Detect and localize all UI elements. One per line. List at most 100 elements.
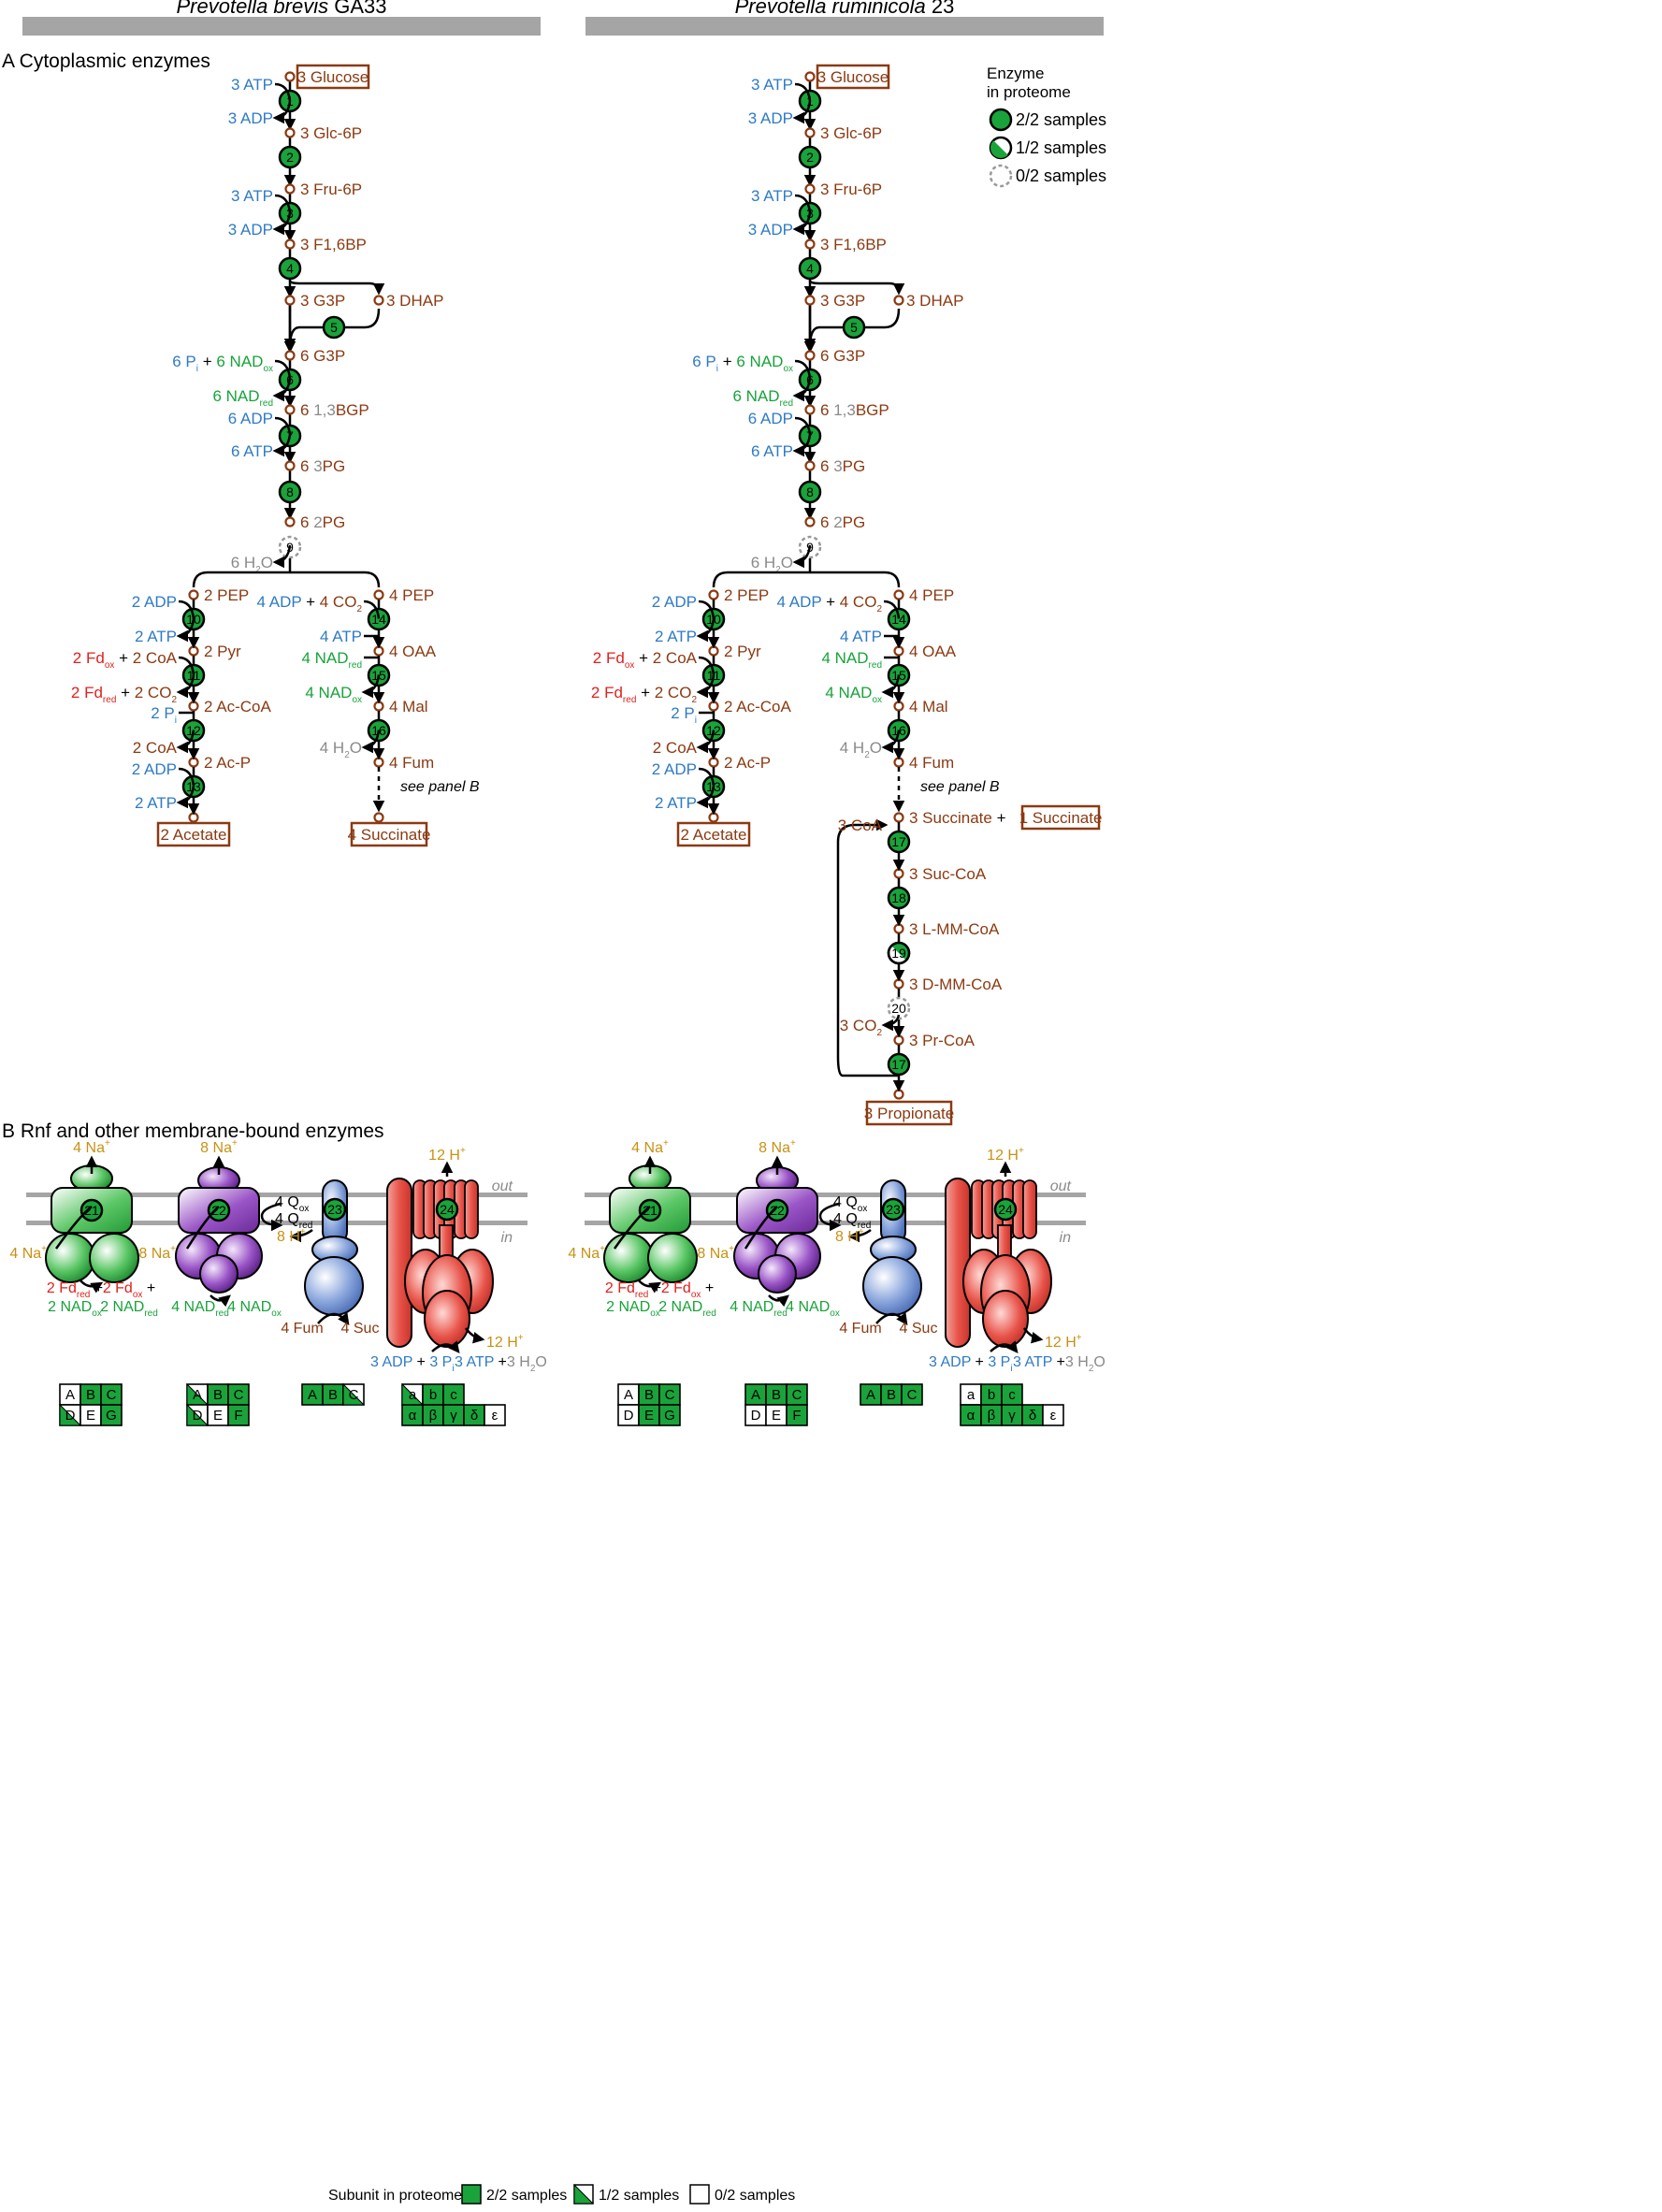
- nqr-subunit-label: E: [213, 1408, 223, 1424]
- metabolite-label-part: 3 Glc-6P: [820, 124, 882, 142]
- nqr-nadox-label-part: 4 NAD: [786, 1299, 830, 1315]
- glucose-label-part: 3 Glucose: [297, 68, 369, 86]
- enzyme-19-number-part: 19: [891, 946, 906, 961]
- frd-fum-label-part: 4 Fum: [281, 1321, 323, 1337]
- atpase-subunit-label-part: a: [409, 1387, 417, 1403]
- frd-subunit-label: A: [308, 1387, 317, 1403]
- enzyme-21-number-part: 21: [84, 1203, 99, 1218]
- metabolite-label-part: 4 Fum: [389, 754, 434, 772]
- succinate-node: [373, 812, 384, 823]
- rnf-subunit-label: G: [664, 1408, 675, 1424]
- enzyme-8: [278, 480, 302, 504]
- atpase-reaction-arrow: [431, 1340, 460, 1353]
- nadox-out-15: 4 NADox: [825, 684, 882, 705]
- water-out-9-arrow: [272, 544, 292, 569]
- metabolite-node: [804, 71, 816, 82]
- nadred-out-6-part: 6 NAD: [212, 387, 259, 405]
- fd-co2-out-11-part: 2 Fd: [71, 684, 103, 701]
- membrane-in-label-part: in: [1060, 1230, 1072, 1246]
- adp-in-7: 6 ADP: [228, 410, 273, 427]
- fd-coa-in-11-part: ox: [625, 660, 635, 671]
- rnf-fd-arrow: [637, 1279, 662, 1294]
- metabolite-label-part: BGP: [856, 401, 889, 419]
- enzyme-22-number-part: 22: [770, 1203, 785, 1218]
- pi-nad-in-6-part: +: [198, 353, 216, 370]
- nqr-subunit-label: B: [772, 1387, 781, 1403]
- nqr-na-in: [744, 1206, 778, 1250]
- enzyme-14-number-part: 14: [371, 612, 386, 627]
- coa-3-label-part: 3 CoA: [838, 817, 883, 834]
- atpase-subunit-label-part: c: [450, 1387, 457, 1403]
- atp-out-10-part: 2 ATP: [135, 628, 177, 645]
- atpase-h-out-label-part: +: [460, 1146, 466, 1156]
- nqr-na-label: 8 Na+: [759, 1138, 796, 1156]
- metabolite-label-part: 2 Ac-CoA: [724, 698, 791, 716]
- atp-out-7: 6 ATP: [751, 442, 793, 460]
- atp-in-1-arrow: [794, 82, 812, 102]
- enzyme-18-number: 18: [891, 890, 906, 905]
- atpase-subunit-label: α: [967, 1408, 976, 1424]
- atp-out-13: 2 ATP: [135, 794, 177, 812]
- dhap-label: 3 DHAP: [386, 292, 443, 310]
- nadred-in-15: 4 NADred: [301, 649, 362, 671]
- quinone-ox-label-part: 4 Q: [275, 1194, 299, 1210]
- enzyme-4-number-part: 4: [286, 261, 294, 276]
- adp-co2-in-14-part: 2: [356, 604, 362, 614]
- enzyme-24: [435, 1197, 459, 1222]
- atpase-subunit-label-part: ε: [492, 1408, 499, 1424]
- legend-none-label: 0/2 samples: [1016, 166, 1106, 185]
- atpase-subunit-label-part: a: [967, 1387, 976, 1403]
- fd-co2-out-11: 2 Fdred + 2 CO2: [591, 684, 698, 705]
- water-out-16-part: O: [870, 739, 882, 757]
- rnf-subunit-label: C: [107, 1387, 117, 1403]
- atpase-substrates-label: 3 ADP + 3 Pi: [370, 1354, 455, 1374]
- nadred-out-6: 6 NADred: [212, 387, 273, 409]
- rnf-nadred-label-part: 2 NAD: [100, 1299, 144, 1315]
- atpase-subunit-label: b: [429, 1387, 437, 1403]
- legend-none-symbol: [989, 164, 1013, 188]
- metabolite-node: [804, 239, 816, 250]
- adp-co2-in-14-arrow: [883, 600, 901, 619]
- enzyme-14-number: 14: [891, 612, 906, 627]
- enzyme-5-number-part: 5: [330, 320, 338, 335]
- membrane-out-label: out: [1050, 1178, 1072, 1194]
- atpase-subunit-label-part: δ: [1029, 1408, 1036, 1424]
- atpase-h-out-label-part: 12 H: [987, 1148, 1019, 1164]
- rnf-na-in: [54, 1206, 93, 1250]
- enzyme-19-number: 19: [891, 946, 906, 961]
- metabolite-label: 3 F1,6BP: [300, 236, 367, 253]
- atpase-subunit-label: β: [429, 1408, 438, 1424]
- enzyme-17-number-part: 17: [891, 834, 906, 849]
- nqr-subunit-label-part: F: [792, 1408, 801, 1424]
- frd-h-label-part: 8 H: [835, 1229, 859, 1245]
- atpase-products-label-part: 3 H: [1065, 1354, 1089, 1370]
- atpase-h-in-label-part: 12 H: [486, 1335, 518, 1351]
- quinone-red-label-part: red: [858, 1221, 871, 1231]
- water-out-9-part: 6 H: [751, 554, 775, 571]
- rnf-na-in-label: 4 Na+: [9, 1244, 47, 1262]
- pi-nad-in-6: 6 Pi + 6 NADox: [692, 353, 793, 374]
- atpase-subunit-label: b: [988, 1387, 995, 1403]
- co2-3-label-part: 3 CO: [840, 1017, 877, 1034]
- metabolite-label-part: 3 F1,6BP: [300, 236, 367, 253]
- metabolite-node: [893, 701, 904, 712]
- adp-out-1-arrow: [792, 100, 812, 124]
- metabolite-node: [804, 516, 816, 528]
- adp-out-1-part: 3 ADP: [748, 109, 793, 127]
- atpase-subunit-label-part: β: [429, 1408, 438, 1424]
- metabolite-node: [893, 923, 904, 934]
- atp-out-7: 6 ATP: [231, 442, 273, 460]
- dhap-branch: [288, 280, 385, 296]
- adp-in-13: 2 ADP: [132, 760, 177, 778]
- enzyme-2-number-part: 2: [806, 150, 814, 165]
- nadox-out-15-part: ox: [872, 695, 882, 705]
- atpase-h-out-label-part: 12 H: [428, 1148, 460, 1164]
- membrane-in-label: in: [501, 1230, 513, 1246]
- enzyme-22-number: 22: [770, 1203, 785, 1218]
- adp-in-13-arrow: [178, 767, 195, 787]
- enzyme-24-number: 24: [998, 1202, 1013, 1217]
- enzyme-4: [278, 256, 302, 281]
- frd-subunit-label: A: [866, 1387, 875, 1403]
- legend-title-1: Enzyme: [987, 65, 1044, 82]
- rnf-subunit-label-part: B: [86, 1387, 95, 1403]
